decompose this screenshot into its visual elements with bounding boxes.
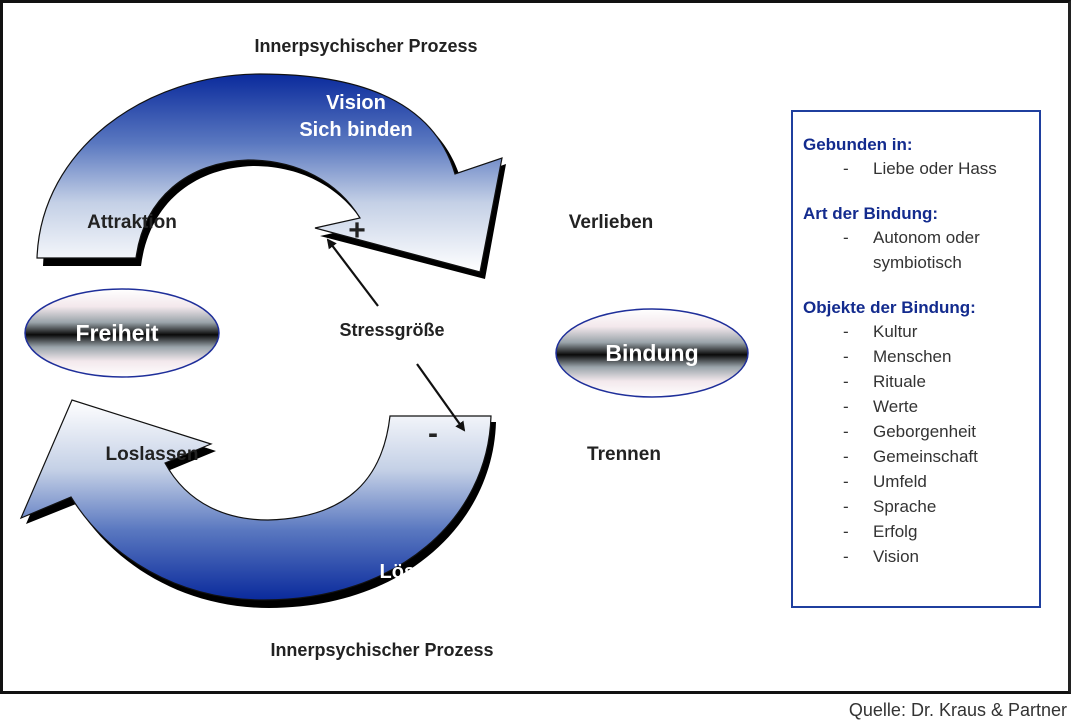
list-item: -Autonom oder symbiotisch <box>843 228 980 272</box>
list-item: -Menschen <box>843 347 952 366</box>
label-sich-binden: Sich binden <box>299 119 412 141</box>
label-freiheit: Freiheit <box>75 320 158 346</box>
diagram-frame <box>0 0 1071 694</box>
label-trennen: Trennen <box>587 444 661 465</box>
cycle-diagram: Innerpsychischer Prozess Innerpsychische… <box>19 36 749 660</box>
up-stress-arrow <box>326 238 379 307</box>
label-stressgroesse: Stressgröße <box>339 320 444 340</box>
freiheit-ellipse <box>24 288 220 378</box>
list-item: -Werte <box>843 397 919 416</box>
list-item: -Geborgenheit <box>843 422 977 441</box>
label-verlieben: Verlieben <box>569 212 654 233</box>
source-caption: Quelle: Dr. Kraus & Partner <box>848 700 1067 720</box>
bindung-ellipse <box>555 308 749 398</box>
list-item: -Kultur <box>843 322 918 341</box>
lower-cycle-arrow <box>19 399 496 608</box>
minus-sign: - <box>428 417 438 450</box>
label-attraktion: Attraktion <box>87 212 177 233</box>
label-loslassen: Loslassen <box>106 444 199 465</box>
title-bottom: Innerpsychischer Prozess <box>270 640 493 660</box>
section-heading: Gebunden in: <box>803 135 913 154</box>
list-item: -Umfeld <box>843 472 927 491</box>
section-heading: Art der Bindung: <box>803 204 939 223</box>
plus-sign: + <box>348 214 366 247</box>
list-item: -Rituale <box>843 372 926 391</box>
down-stress-arrow <box>416 363 466 432</box>
section-heading: Objekte der Bindung: <box>803 298 976 317</box>
bindung-info-panel: Gebunden in: -Liebe oder Hass Art der Bi… <box>791 110 1041 608</box>
title-top: Innerpsychischer Prozess <box>254 36 477 56</box>
label-loesen: Lösen <box>380 561 439 583</box>
list-item: -Vision <box>843 547 919 566</box>
list-item: -Erfolg <box>843 522 918 541</box>
label-vision: Vision <box>326 92 386 114</box>
upper-cycle-arrow <box>36 73 506 279</box>
list-item: -Sprache <box>843 497 937 516</box>
list-item: -Gemeinschaft <box>843 447 978 466</box>
label-bindung: Bindung <box>605 340 698 366</box>
list-item: -Liebe oder Hass <box>843 159 997 178</box>
